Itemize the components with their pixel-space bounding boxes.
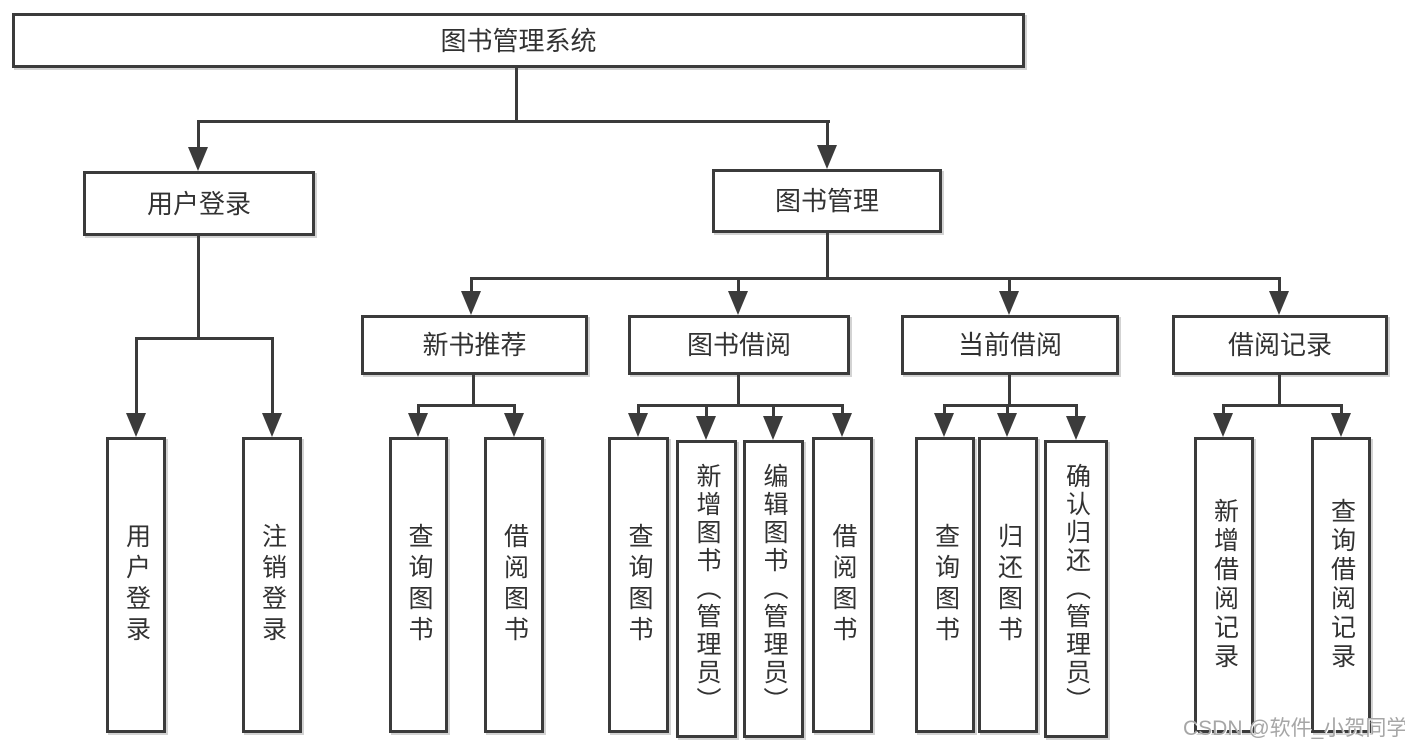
leaf-borrowing-add-books-admin-label: 新增图书（管理员）	[693, 463, 721, 715]
connector-line	[470, 277, 1281, 280]
leaf-logout: 注销登录	[242, 437, 302, 733]
leaf-records-query-record: 查询借阅记录	[1311, 437, 1371, 733]
node-book-borrowing: 图书借阅	[628, 315, 850, 375]
arrowhead-icon	[728, 291, 748, 315]
leaf-borrowing-query-books: 查询图书	[608, 437, 669, 733]
connector-line	[637, 404, 844, 407]
connector-line	[513, 404, 516, 416]
leaf-newbooks-query-books-label: 查询图书	[405, 523, 433, 647]
connector-line	[1006, 404, 1009, 416]
leaf-records-add-record-label: 新增借阅记录	[1210, 498, 1239, 672]
leaf-current-query-books-label: 查询图书	[931, 523, 960, 647]
node-current-borrowing: 当前借阅	[901, 315, 1119, 375]
connector-line	[705, 404, 708, 419]
leaf-borrowing-add-books-admin: 新增图书（管理员）	[676, 440, 737, 738]
leaf-newbooks-borrow-books: 借阅图书	[484, 437, 544, 733]
node-current-borrowing-label: 当前借阅	[957, 330, 1062, 360]
leaf-current-confirm-return-admin: 确认归还（管理员）	[1044, 440, 1108, 738]
leaf-borrowing-borrow-books-label: 借阅图书	[829, 523, 857, 647]
node-book-borrowing-label: 图书借阅	[686, 330, 791, 360]
connector-line	[1278, 277, 1281, 293]
arrowhead-icon	[1331, 413, 1351, 437]
arrowhead-icon	[461, 291, 481, 315]
arrowhead-icon	[1213, 413, 1233, 437]
connector-line	[417, 404, 516, 407]
connector-line	[943, 404, 946, 416]
connector-line	[772, 404, 775, 419]
connector-line	[135, 337, 274, 340]
connector-line	[1008, 375, 1011, 407]
leaf-current-confirm-return-admin-label: 确认归还（管理员）	[1062, 463, 1091, 715]
connector-line	[470, 277, 473, 293]
arrowhead-icon	[696, 416, 716, 440]
node-new-book-recommend: 新书推荐	[361, 315, 588, 375]
leaf-current-return-books: 归还图书	[978, 437, 1038, 733]
node-borrow-records-label: 借阅记录	[1227, 330, 1332, 360]
connector-line	[1008, 277, 1011, 293]
connector-line	[417, 404, 420, 416]
leaf-logout-label: 注销登录	[258, 523, 287, 647]
arrowhead-icon	[999, 291, 1019, 315]
arrowhead-icon	[1269, 291, 1289, 315]
arrowhead-icon	[934, 413, 954, 437]
connector-line	[1075, 404, 1078, 419]
arrowhead-icon	[817, 145, 837, 169]
connector-line	[1222, 404, 1343, 407]
leaf-borrowing-query-books-label: 查询图书	[625, 523, 653, 647]
connector-line	[135, 337, 138, 417]
arrowhead-icon	[763, 416, 783, 440]
arrowhead-icon	[262, 413, 282, 437]
arrowhead-icon	[408, 413, 428, 437]
node-book-management: 图书管理	[712, 169, 942, 233]
connector-line	[841, 404, 844, 416]
leaf-borrowing-edit-books-admin-label: 编辑图书（管理员）	[760, 463, 788, 715]
connector-line	[1340, 404, 1343, 416]
connector-line	[198, 120, 830, 123]
leaf-user-login: 用户登录	[106, 437, 166, 733]
leaf-current-query-books: 查询图书	[915, 437, 975, 733]
node-book-management-label: 图书管理	[774, 186, 879, 216]
connector-line	[637, 404, 640, 416]
leaf-newbooks-query-books: 查询图书	[389, 437, 448, 733]
arrowhead-icon	[126, 413, 146, 437]
connector-line	[1222, 404, 1225, 416]
arrowhead-icon	[188, 147, 208, 171]
leaf-borrowing-edit-books-admin: 编辑图书（管理员）	[743, 440, 804, 738]
leaf-newbooks-borrow-books-label: 借阅图书	[500, 523, 529, 647]
node-user-login-label: 用户登录	[146, 188, 251, 219]
arrowhead-icon	[504, 413, 524, 437]
connector-line	[737, 277, 740, 293]
node-user-login: 用户登录	[83, 171, 315, 236]
leaf-records-query-record-label: 查询借阅记录	[1327, 498, 1356, 672]
arrowhead-icon	[1066, 416, 1086, 440]
connector-line	[515, 68, 518, 120]
connector-line	[826, 120, 829, 151]
connector-line	[197, 236, 200, 337]
connector-line	[472, 375, 475, 407]
leaf-user-login-label: 用户登录	[122, 523, 151, 647]
node-new-book-recommend-label: 新书推荐	[422, 330, 527, 360]
node-root: 图书管理系统	[12, 13, 1025, 68]
arrowhead-icon	[832, 413, 852, 437]
connector-line	[1278, 375, 1281, 407]
connector-line	[737, 375, 740, 407]
leaf-borrowing-borrow-books: 借阅图书	[812, 437, 873, 733]
connector-line	[197, 120, 200, 151]
node-root-label: 图书管理系统	[440, 25, 597, 56]
leaf-records-add-record: 新增借阅记录	[1194, 437, 1254, 733]
node-borrow-records: 借阅记录	[1172, 315, 1388, 375]
connector-line	[943, 404, 1078, 407]
arrowhead-icon	[628, 413, 648, 437]
connector-line	[271, 337, 274, 417]
connector-line	[826, 233, 829, 277]
csdn-watermark: CSDN @软件_小贺同学	[1183, 717, 1405, 740]
arrowhead-icon	[997, 413, 1017, 437]
leaf-current-return-books-label: 归还图书	[994, 523, 1023, 647]
